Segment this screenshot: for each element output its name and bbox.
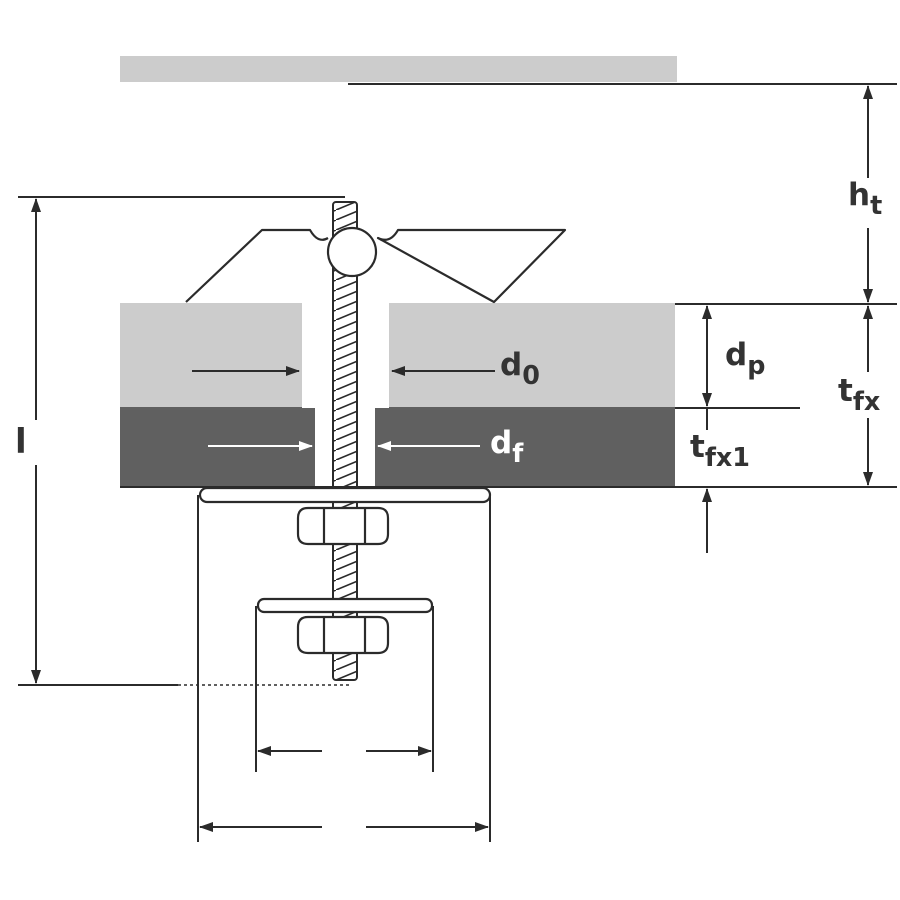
- small-washer: [256, 597, 434, 614]
- label-dp-main: d: [725, 337, 748, 373]
- toggle-wing: [185, 228, 567, 304]
- label-l-main: l: [15, 422, 27, 462]
- label-dp: dp: [725, 337, 765, 378]
- label-ht-main: h: [848, 177, 871, 213]
- label-df-sub: f: [512, 437, 524, 468]
- lower-nut: [296, 615, 390, 655]
- label-df-main: d: [490, 425, 513, 461]
- plate-light: [120, 303, 675, 407]
- label-d0: d0: [500, 347, 540, 388]
- label-l: l: [15, 425, 27, 459]
- label-ht-sub: t: [870, 189, 883, 220]
- label-dp-sub: p: [747, 349, 766, 380]
- upper-nut: [296, 506, 390, 546]
- label-df: df: [490, 425, 523, 466]
- rod-pivot: [326, 226, 378, 278]
- threaded-rod: [332, 201, 358, 681]
- label-d0-main: d: [500, 347, 523, 383]
- label-d0-sub: 0: [522, 359, 540, 390]
- label-ht: ht: [848, 177, 882, 218]
- label-tfx1-sub: fx1: [704, 441, 750, 472]
- label-tfx1-main: t: [690, 429, 705, 465]
- label-tfx1: tfx1: [690, 429, 750, 470]
- substrate-band: [120, 56, 677, 82]
- large-washer: [198, 486, 492, 504]
- label-tfx: tfx: [838, 373, 880, 414]
- label-tfx-sub: fx: [852, 385, 881, 416]
- label-tfx-main: t: [838, 373, 853, 409]
